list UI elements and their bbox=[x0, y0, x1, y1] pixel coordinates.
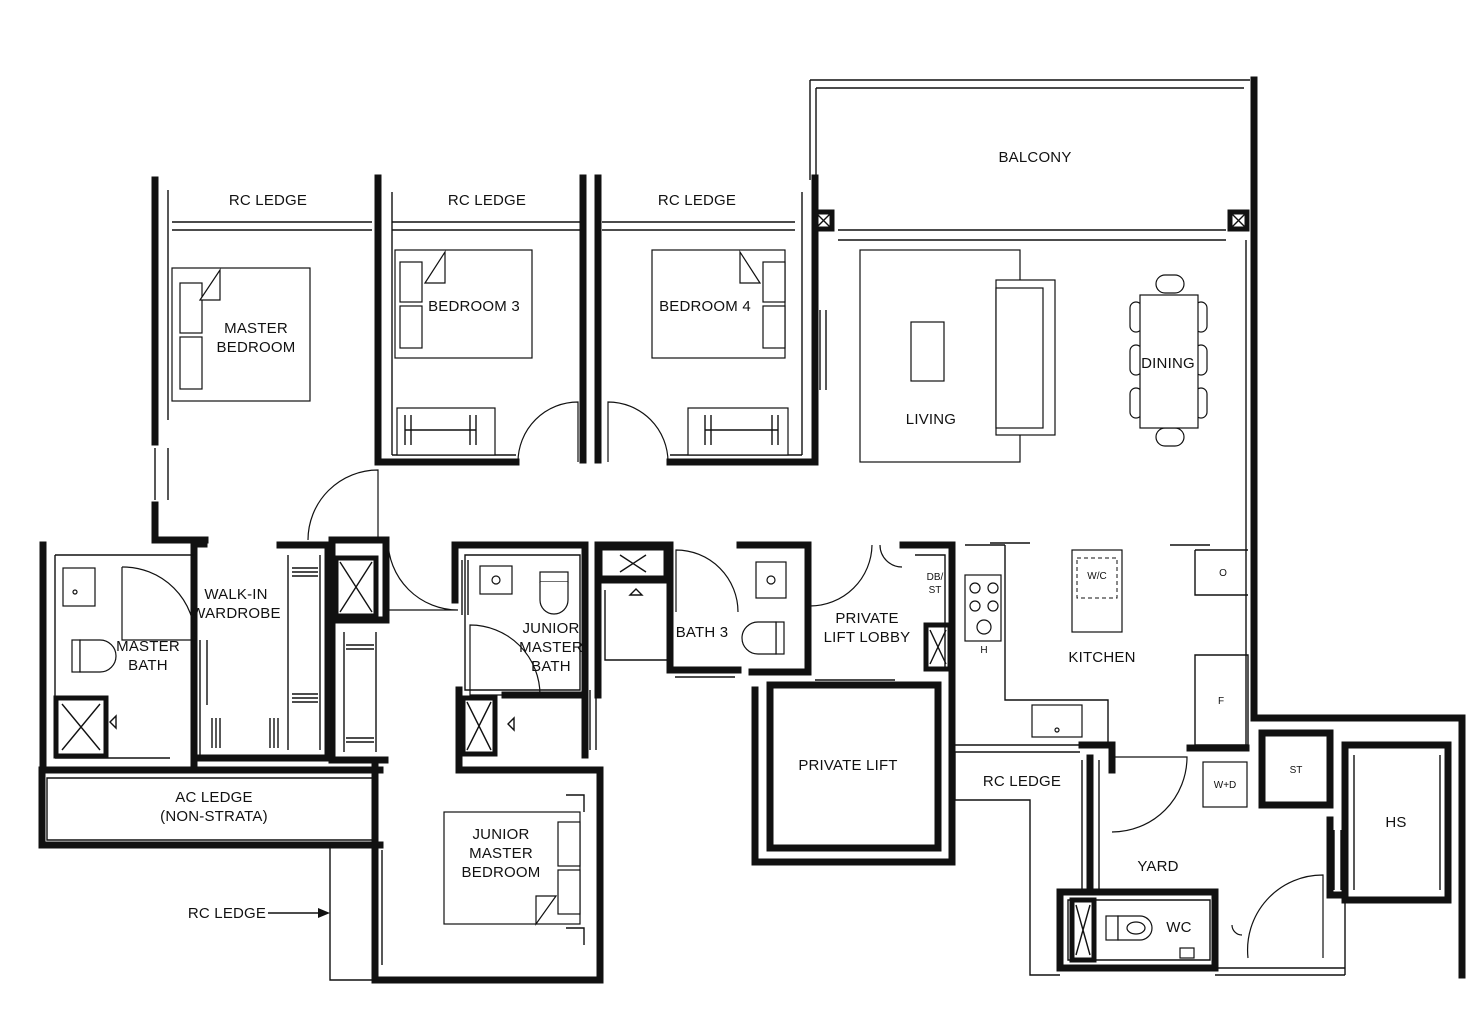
bed-icon bbox=[443, 811, 581, 925]
label-master-bedroom: MASTER bbox=[224, 320, 288, 337]
label-db-st: ST bbox=[929, 585, 942, 596]
toilet-icon bbox=[1105, 915, 1119, 941]
column-icon bbox=[1227, 209, 1250, 232]
label-hs: HS bbox=[1385, 814, 1406, 831]
label-kitchen: KITCHEN bbox=[1068, 649, 1135, 666]
room-labels: BALCONY RC LEDGE RC LEDGE RC LEDGE MASTE… bbox=[116, 149, 1406, 936]
label-wine-chiller: W/C bbox=[1087, 571, 1106, 582]
label-master-bath: BATH bbox=[128, 657, 168, 674]
sofa-icon bbox=[687, 407, 789, 456]
label-master-bath: MASTER bbox=[116, 638, 180, 655]
label-bedroom-3: BEDROOM 3 bbox=[428, 298, 520, 315]
label-dining: DINING bbox=[1141, 355, 1195, 372]
label-rc-ledge: RC LEDGE bbox=[448, 192, 526, 209]
label-bedroom-4: BEDROOM 4 bbox=[659, 298, 751, 315]
shower-icon bbox=[460, 695, 498, 757]
label-rc-ledge: RC LEDGE bbox=[188, 905, 266, 922]
sofa-icon bbox=[396, 407, 496, 456]
label-st: ST bbox=[1290, 765, 1303, 776]
label-private-lift: PRIVATE LIFT bbox=[798, 757, 897, 774]
walls bbox=[38, 76, 1466, 984]
label-master-bedroom: BEDROOM bbox=[217, 339, 296, 356]
label-rc-ledge: RC LEDGE bbox=[229, 192, 307, 209]
shower-icon bbox=[597, 545, 669, 581]
sink-icon bbox=[62, 567, 96, 607]
label-junior-master-bedroom: BEDROOM bbox=[462, 864, 541, 881]
label-yard: YARD bbox=[1137, 858, 1178, 875]
balcony-area bbox=[809, 79, 1250, 241]
washer-dryer-icon bbox=[1202, 761, 1248, 808]
label-hob: H bbox=[980, 645, 987, 656]
label-walk-in-wardrobe: WALK-IN bbox=[204, 586, 267, 603]
coffee-table-icon bbox=[910, 321, 945, 382]
label-junior-master-bath: MASTER bbox=[519, 639, 583, 656]
shower-icon bbox=[333, 555, 379, 619]
label-ac-ledge: AC LEDGE bbox=[175, 789, 252, 806]
label-washer-dryer: W+D bbox=[1214, 780, 1237, 791]
wine-chiller-icon bbox=[1071, 549, 1123, 633]
label-junior-master-bath: JUNIOR bbox=[522, 620, 579, 637]
shower-icon bbox=[53, 695, 109, 759]
label-fridge: F bbox=[1218, 696, 1224, 707]
shower-icon bbox=[1069, 897, 1097, 963]
rc-ledge-arrow bbox=[268, 845, 375, 981]
label-bath-3: BATH 3 bbox=[676, 624, 729, 641]
label-living: LIVING bbox=[906, 411, 956, 428]
label-db-st: DB/ bbox=[927, 572, 944, 583]
label-junior-master-bath: BATH bbox=[531, 658, 571, 675]
label-ac-ledge: (NON-STRATA) bbox=[160, 808, 268, 825]
riser-icon bbox=[923, 622, 953, 672]
label-junior-master-bedroom: JUNIOR bbox=[472, 826, 529, 843]
label-private-lift-lobby: PRIVATE bbox=[835, 610, 898, 627]
toilet-icon bbox=[539, 571, 569, 583]
label-walk-in-wardrobe: WARDROBE bbox=[191, 605, 280, 622]
wardrobe-rack-icon bbox=[211, 567, 374, 748]
label-oven: O bbox=[1219, 568, 1227, 579]
label-rc-ledge: RC LEDGE bbox=[658, 192, 736, 209]
label-balcony: BALCONY bbox=[998, 149, 1071, 166]
furniture bbox=[53, 249, 1329, 963]
label-rc-ledge: RC LEDGE bbox=[983, 773, 1061, 790]
label-junior-master-bedroom: MASTER bbox=[469, 845, 533, 862]
doors bbox=[121, 401, 1324, 959]
toilet-icon bbox=[775, 621, 785, 655]
toilet-icon bbox=[71, 639, 81, 673]
label-wc: WC bbox=[1166, 919, 1191, 936]
label-private-lift-lobby: LIFT LOBBY bbox=[824, 629, 911, 646]
dining-table-icon bbox=[1129, 274, 1208, 447]
